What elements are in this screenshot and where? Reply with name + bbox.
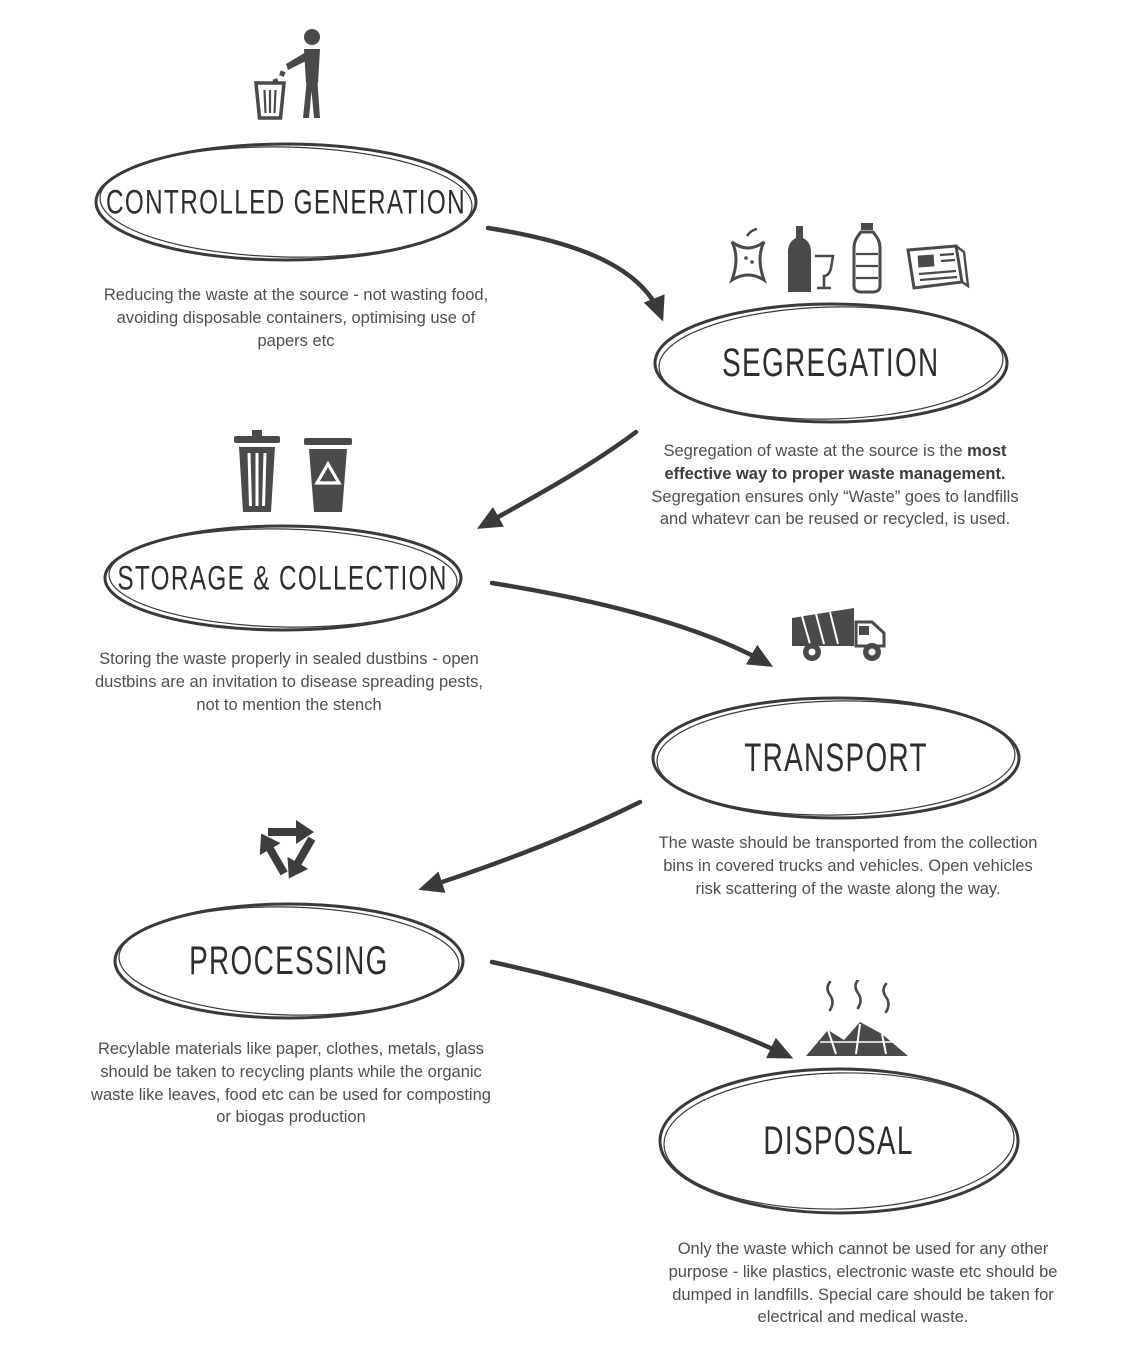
node-controlled-generation: CONTROLLED GENERATION (90, 138, 482, 266)
landfill-pile-icon (798, 980, 918, 1062)
dustbins-icon (218, 428, 362, 514)
node-ellipse (113, 902, 465, 1020)
garbage-truck-icon (788, 600, 902, 664)
node-storage-collection: STORAGE & COLLECTION (100, 520, 466, 636)
description-bold-text: most effective way to proper waste manag… (664, 442, 1007, 483)
person-littering-icon (248, 25, 344, 121)
step-title: PROCESSING (189, 937, 389, 983)
node-transport: TRANSPORT (648, 692, 1024, 824)
step-description: The waste should be transported from the… (658, 834, 1038, 898)
arrow-generation-to-segregation (485, 225, 665, 322)
step-title: CONTROLLED GENERATION (105, 182, 467, 221)
description-text: Segregation ensures only “Waste” goes to… (651, 487, 1019, 529)
node-segregation: SEGREGATION (650, 298, 1012, 428)
node-ellipse (651, 696, 1021, 820)
step-description: Reducing the waste at the source - not w… (103, 286, 489, 350)
node-ellipse (94, 142, 478, 262)
step-title: SEGREGATION (722, 339, 940, 385)
wine-bottle-glass-icon (788, 226, 835, 292)
node-ellipse (653, 302, 1009, 424)
step-title: TRANSPORT (744, 734, 928, 780)
node-ellipse (103, 524, 463, 632)
arrow-processing-to-disposal (489, 959, 794, 1059)
description-text: Segregation of waste at the source is th… (663, 442, 968, 460)
node-ellipse (658, 1067, 1020, 1215)
waste-categories-icons (722, 220, 974, 294)
newspaper-icon (906, 244, 970, 290)
step-description: Recylable materials like paper, clothes,… (91, 1040, 491, 1127)
node-disposal: DISPOSAL (655, 1063, 1023, 1219)
step-description: Storing the waste properly in sealed dus… (95, 650, 483, 714)
recycle-symbol-icon (243, 803, 333, 893)
water-bottle-icon (852, 223, 882, 294)
step-description: Segregation of waste at the source is th… (638, 440, 1032, 531)
arrow-transport-to-processing (418, 799, 643, 893)
arrow-storage-to-transport (489, 580, 774, 667)
arrow-segregation-to-storage (476, 429, 639, 529)
apple-core-icon (729, 228, 767, 284)
step-description: Only the waste which cannot be used for … (668, 1240, 1058, 1327)
step-title: STORAGE & COLLECTION (117, 558, 449, 597)
node-processing: PROCESSING (110, 898, 468, 1024)
step-title: DISPOSAL (763, 1117, 915, 1163)
